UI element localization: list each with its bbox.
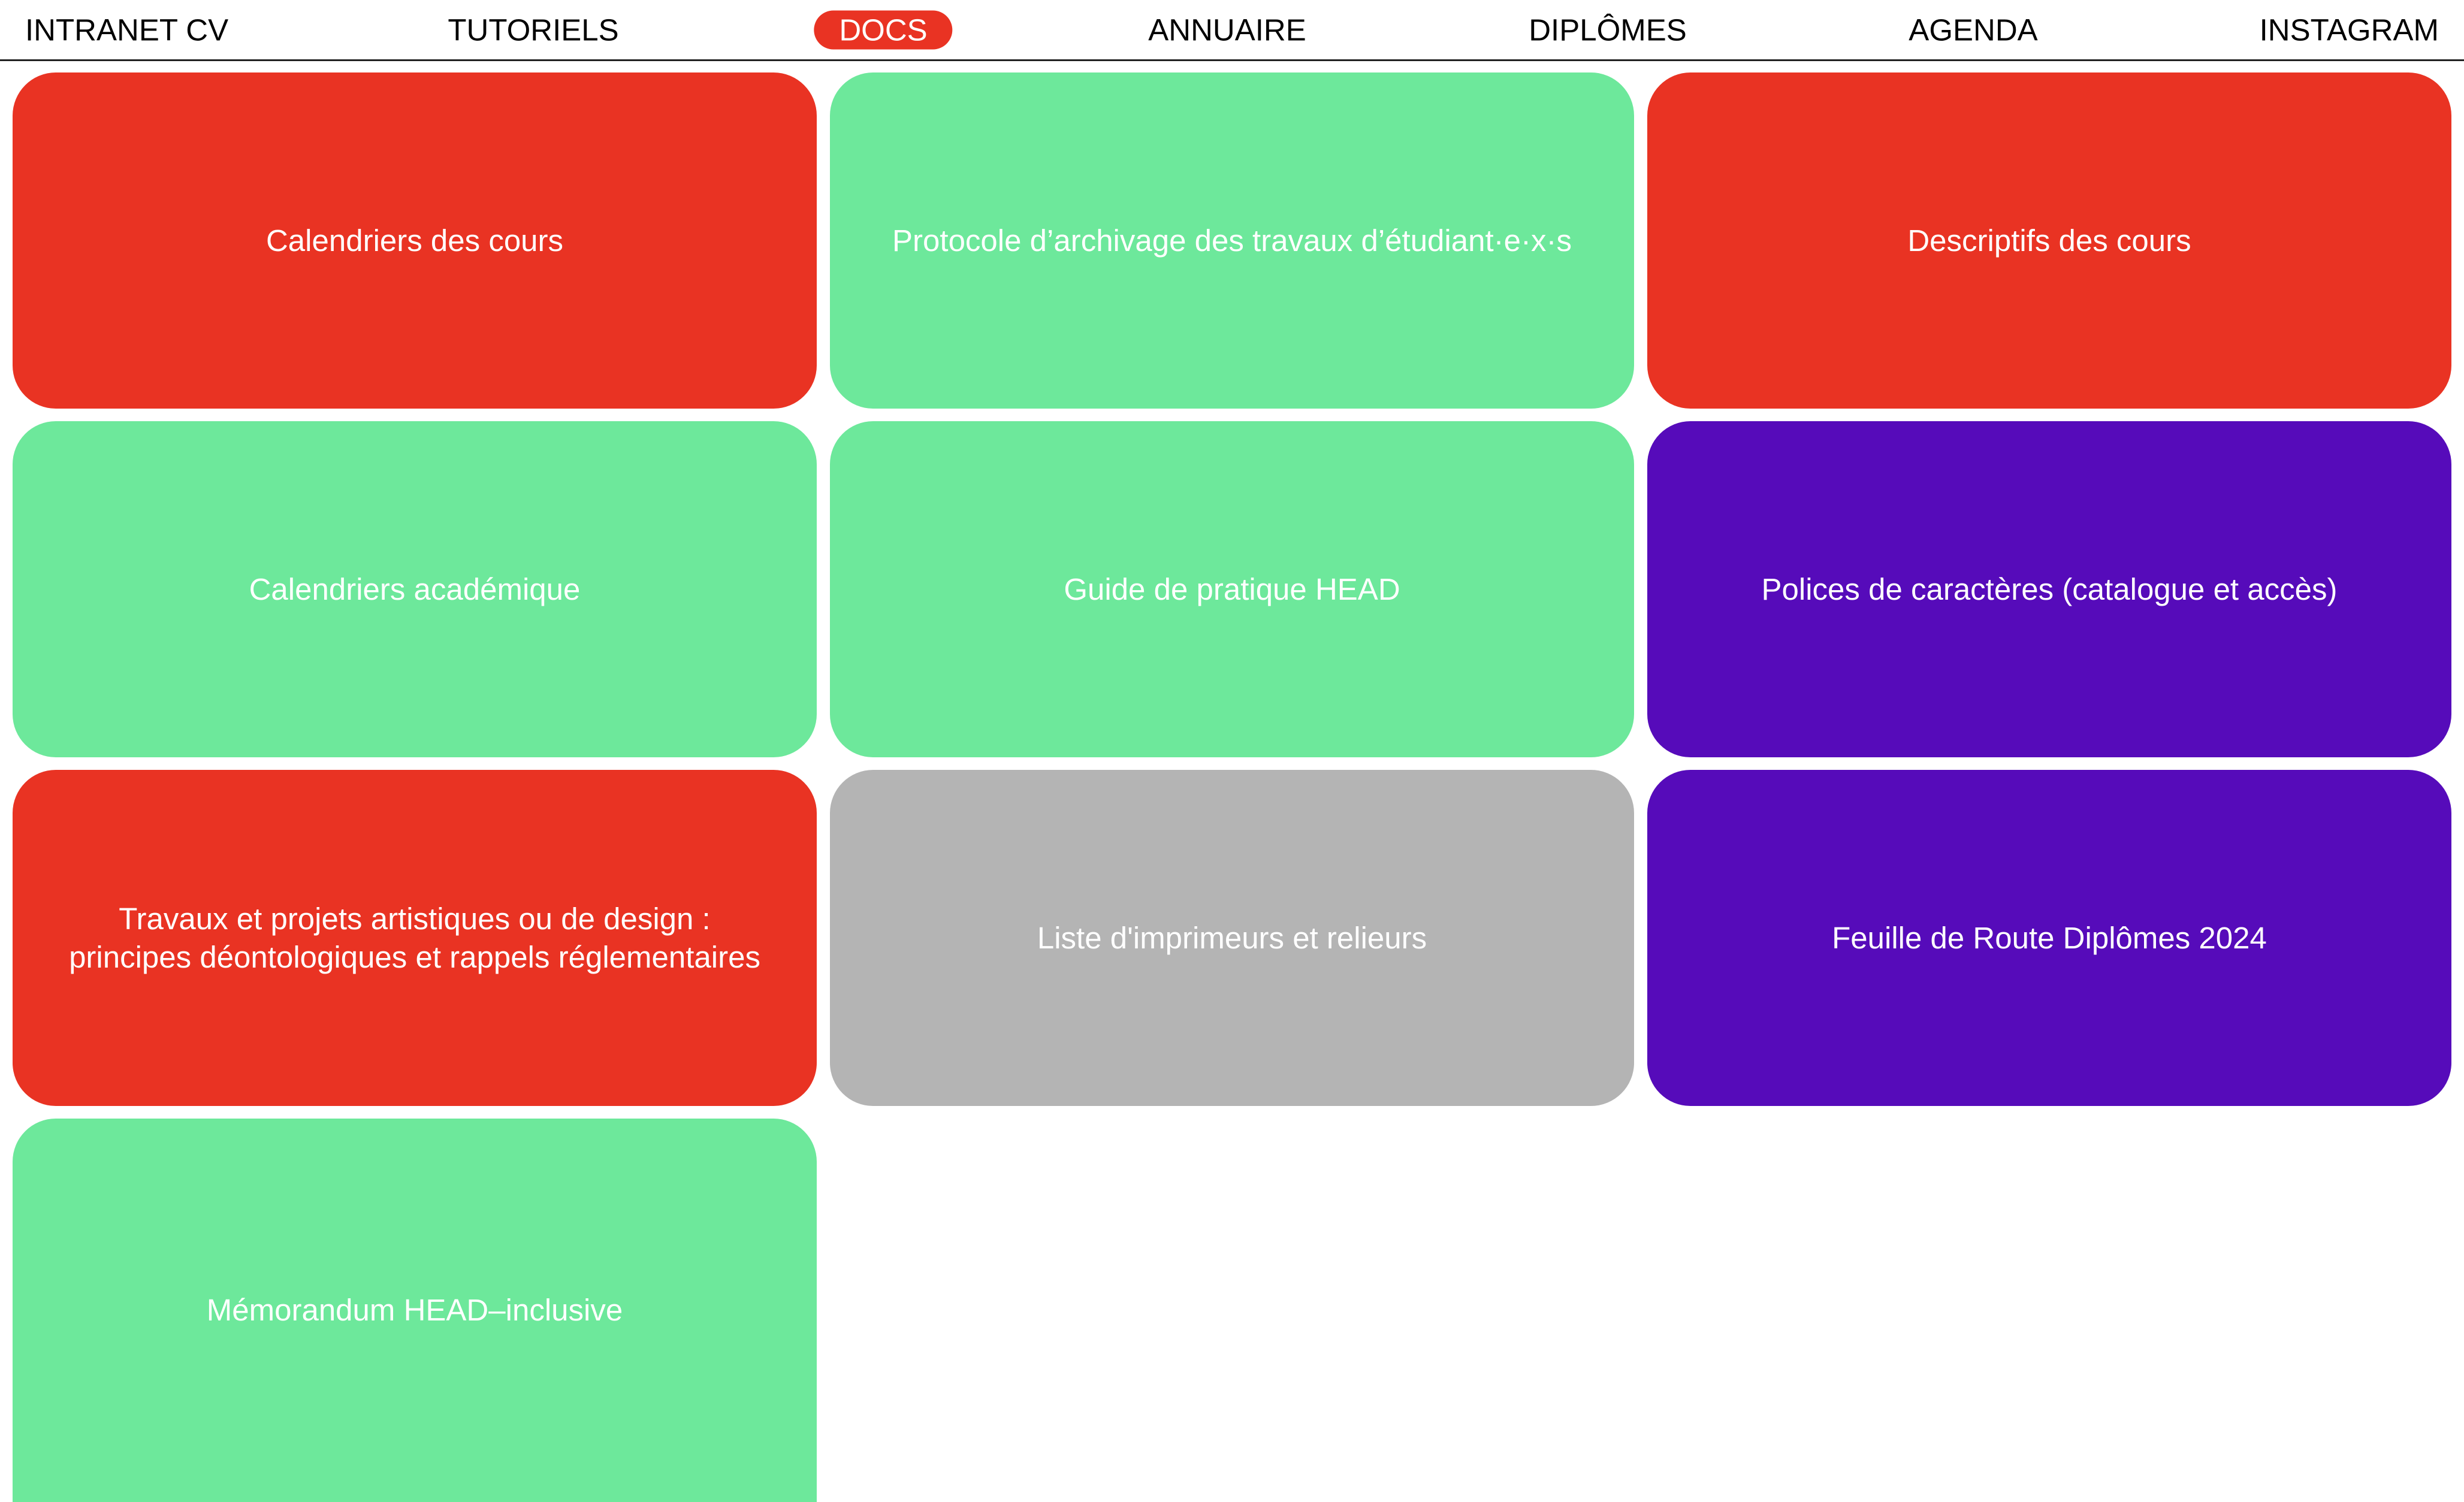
nav-diplomes[interactable]: DIPLÔMES	[1529, 13, 1687, 47]
nav-agenda[interactable]: AGENDA	[1909, 13, 2038, 47]
nav-intranet-cv[interactable]: INTRANET CV	[25, 13, 229, 47]
card-label: Feuille de Route Diplômes 2024	[1832, 920, 2267, 955]
card-label: Calendriers académique	[249, 572, 581, 606]
card-label: Protocole d’archivage des travaux d’étud…	[892, 223, 1572, 258]
card-label: Guide de pratique HEAD	[1064, 572, 1400, 606]
nav-tutoriels[interactable]: TUTORIELS	[448, 13, 619, 47]
card-calendriers-academique[interactable]: Calendriers académique	[13, 421, 817, 757]
card-label: Travaux et projets artistiques ou de des…	[69, 901, 760, 974]
card-memorandum-inclusive[interactable]: Mémorandum HEAD–inclusive	[13, 1119, 817, 1502]
card-feuille-de-route[interactable]: Feuille de Route Diplômes 2024	[1647, 770, 2451, 1106]
card-label: Descriptifs des cours	[1907, 223, 2191, 258]
card-label: Polices de caractères (catalogue et accè…	[1761, 572, 2338, 606]
docs-grid: Calendriers des cours Protocole d’archiv…	[13, 72, 2451, 1502]
card-calendriers-des-cours[interactable]: Calendriers des cours	[13, 72, 817, 409]
card-guide-de-pratique[interactable]: Guide de pratique HEAD	[830, 421, 1634, 757]
nav-annuaire[interactable]: ANNUAIRE	[1148, 13, 1306, 47]
nav-instagram[interactable]: INSTAGRAM	[2259, 13, 2439, 47]
card-label: Liste d'imprimeurs et relieurs	[1037, 920, 1427, 955]
card-polices-de-caracteres[interactable]: Polices de caractères (catalogue et accè…	[1647, 421, 2451, 757]
card-descriptifs-des-cours[interactable]: Descriptifs des cours	[1647, 72, 2451, 409]
nav-docs[interactable]: DOCS	[814, 10, 953, 50]
card-liste-imprimeurs[interactable]: Liste d'imprimeurs et relieurs	[830, 770, 1634, 1106]
card-label: Mémorandum HEAD–inclusive	[206, 1293, 623, 1328]
top-navigation: INTRANET CV TUTORIELS DOCS ANNUAIRE DIPL…	[0, 0, 2464, 61]
card-label: Calendriers des cours	[265, 223, 564, 258]
card-protocole-archivage[interactable]: Protocole d’archivage des travaux d’étud…	[830, 72, 1634, 409]
card-travaux-et-projets[interactable]: Travaux et projets artistiques ou de des…	[13, 770, 817, 1106]
